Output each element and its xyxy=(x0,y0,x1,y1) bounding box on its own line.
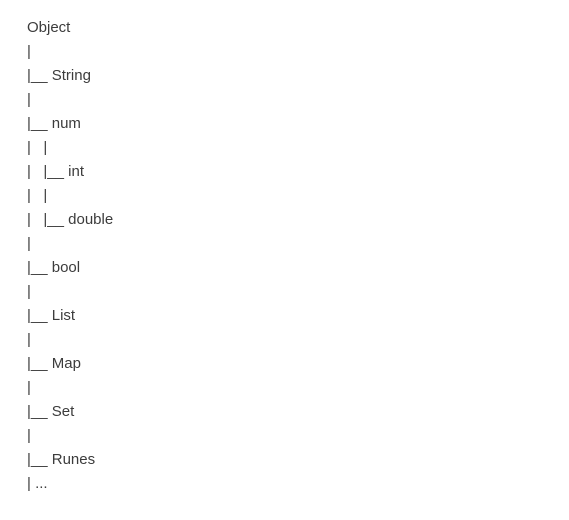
tree-line-connector: | xyxy=(27,235,31,252)
tree-line-object: Object xyxy=(27,19,71,36)
tree-line-connector: | xyxy=(27,91,31,108)
tree-line-ellipsis: | ... xyxy=(27,475,48,492)
tree-line-map: |__ Map xyxy=(27,355,81,372)
tree-line-connector: | xyxy=(27,331,31,348)
tree-line-connector: | xyxy=(27,379,31,396)
tree-line-connector: | xyxy=(27,283,31,300)
tree-line-connector: | | xyxy=(27,139,48,156)
tree-line-set: |__ Set xyxy=(27,403,75,420)
tree-line-connector: | xyxy=(27,427,31,444)
tree-line-double: | |__ double xyxy=(27,211,114,228)
tree-line-num: |__ num xyxy=(27,115,81,132)
tree-line-int: | |__ int xyxy=(27,163,84,180)
tree-line-list: |__ List xyxy=(27,307,76,324)
tree-line-string: |__ String xyxy=(27,67,91,84)
tree-line-runes: |__ Runes xyxy=(27,451,96,468)
tree-line-connector: | xyxy=(27,43,31,60)
tree-line-bool: |__ bool xyxy=(27,259,81,276)
tree-line-connector: | | xyxy=(27,187,48,204)
type-hierarchy-tree: Object | |__ String | |__ num | | | |__ … xyxy=(27,16,113,496)
